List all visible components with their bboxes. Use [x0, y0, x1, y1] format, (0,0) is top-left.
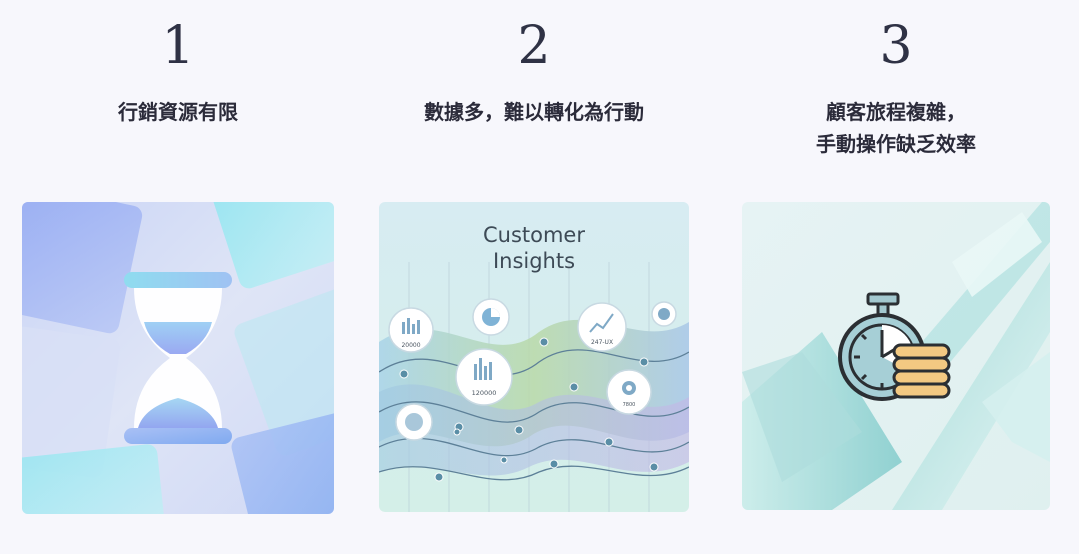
step-caption: 行銷資源有限 — [0, 96, 374, 128]
customer-insights-chart: 20000 120000 247-UX 7800 — [379, 202, 689, 512]
caption-line: 數據多，難以轉化為行動 — [424, 100, 644, 124]
step-number: 2 — [517, 16, 551, 76]
insights-title: Customer Insights — [379, 222, 689, 274]
step-caption: 數據多，難以轉化為行動 — [339, 96, 729, 128]
caption-line: 行銷資源有限 — [118, 100, 238, 124]
bubble-label: 20000 — [401, 342, 420, 349]
stopwatch-coins-icon — [742, 202, 1050, 510]
customer-insights-illustration: 20000 120000 247-UX 7800 Customer Insigh… — [379, 202, 689, 512]
stopwatch-illustration — [742, 202, 1050, 510]
bubble-label: 120000 — [472, 389, 497, 397]
caption-line: 手動操作缺乏效率 — [816, 132, 976, 156]
hourglass-icon — [22, 202, 334, 514]
insights-title-line: Customer — [482, 223, 585, 247]
insights-title-line: Insights — [492, 249, 576, 273]
step-number: 1 — [161, 16, 195, 76]
hourglass-illustration — [22, 202, 334, 514]
caption-line: 顧客旅程複雜， — [826, 100, 966, 124]
step-caption: 顧客旅程複雜， 手動操作缺乏效率 — [702, 96, 1079, 160]
step-number: 3 — [879, 16, 913, 76]
bubble-label: 247-UX — [591, 339, 613, 346]
bubble-label: 7800 — [623, 402, 636, 408]
